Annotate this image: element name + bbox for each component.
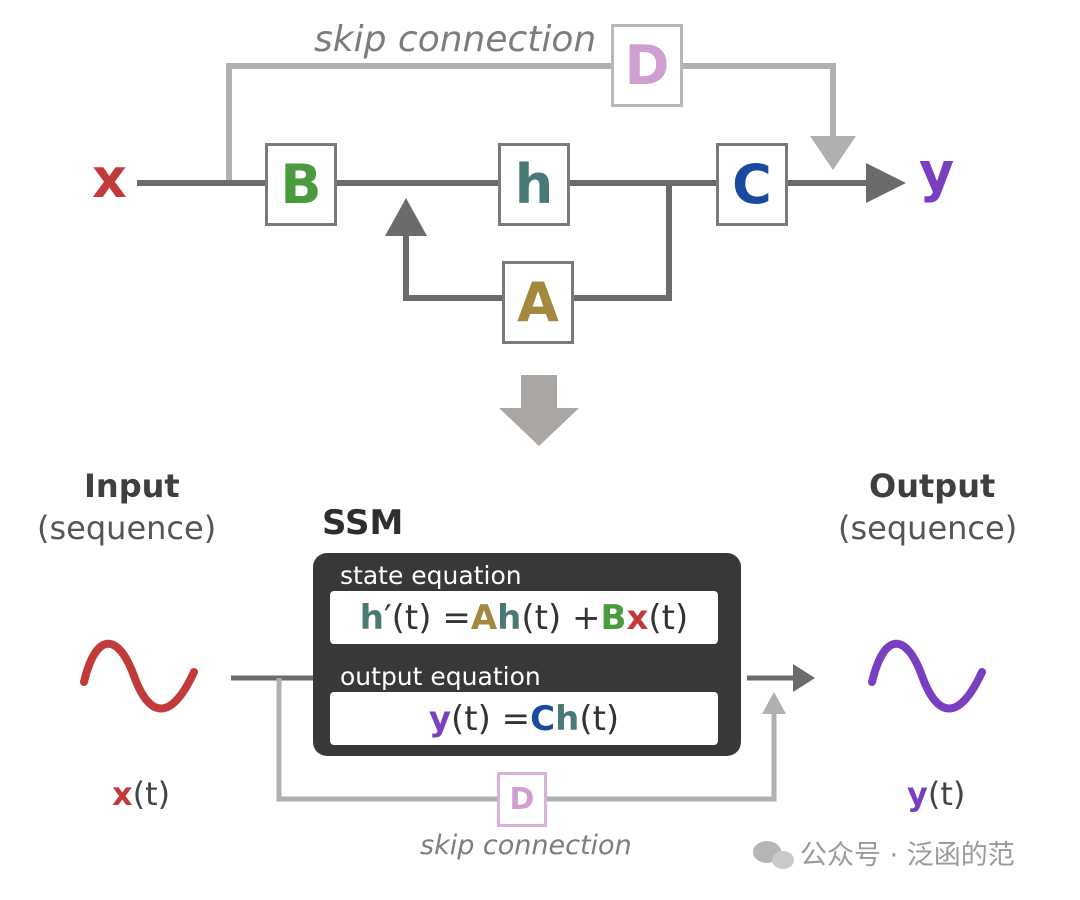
output-y-symbol: y — [919, 141, 955, 204]
state-eq-t2: (t) — [648, 597, 689, 638]
state-eq-t1: (t) + — [521, 597, 601, 638]
bottom-skip-label: skip connection — [420, 830, 632, 861]
output-eq-h: h — [555, 698, 580, 739]
block-C: C — [716, 143, 788, 226]
state-eq-B: B — [600, 597, 627, 638]
state-eq-h2: h — [497, 597, 522, 638]
top-output-arrowhead — [866, 163, 906, 203]
state-eq-h: h — [359, 597, 384, 638]
block-A-label: A — [517, 271, 559, 334]
input-fn-arg: (t) — [132, 775, 171, 813]
block-D-top: D — [611, 24, 683, 107]
block-C-label: C — [732, 153, 772, 216]
input-subtitle: (sequence) — [37, 509, 217, 547]
input-title: Input — [84, 467, 180, 505]
input-fn-symbol: x — [112, 775, 133, 813]
output-eq-C: C — [530, 698, 556, 739]
state-equation-label: state equation — [340, 561, 522, 590]
output-function-label: y(t) — [907, 778, 965, 810]
output-eq-y: y — [428, 698, 451, 739]
block-A: A — [502, 261, 574, 344]
state-eq-prime: ′(t) = — [383, 597, 471, 638]
block-D-top-label: D — [624, 34, 670, 97]
top-skip-arrowhead — [810, 136, 856, 170]
state-eq-x: x — [626, 597, 649, 638]
block-h: h — [498, 143, 570, 226]
bottom-output-arrowhead — [793, 664, 815, 692]
output-fn-symbol: y — [907, 775, 928, 813]
ssm-title: SSM — [322, 503, 404, 543]
input-wave — [80, 639, 198, 713]
output-subtitle: (sequence) — [838, 509, 1018, 547]
top-skip-label: skip connection — [314, 19, 597, 60]
input-x-symbol: x — [92, 147, 127, 210]
output-equation-label: output equation — [340, 662, 541, 691]
input-function-label: x(t) — [112, 778, 170, 810]
transition-down-arrow — [499, 375, 579, 446]
output-wave — [868, 639, 986, 713]
output-eq-t2: (t) — [579, 698, 620, 739]
block-D-bottom-label: D — [509, 782, 535, 817]
block-h-label: h — [514, 153, 554, 216]
state-eq-A: A — [470, 597, 498, 638]
block-B-label: B — [280, 153, 322, 216]
output-fn-arg: (t) — [927, 775, 966, 813]
bottom-skip-arrowhead — [762, 692, 786, 714]
output-title: Output — [869, 467, 996, 505]
watermark: 公众号 · 泛函的范 — [800, 840, 1015, 871]
wechat-icon — [753, 841, 794, 869]
block-B: B — [265, 143, 337, 226]
top-skip-line — [226, 63, 836, 183]
output-eq-t1: (t) = — [450, 698, 531, 739]
block-D-bottom: D — [497, 772, 547, 827]
top-feedback-arrowhead — [385, 198, 427, 236]
